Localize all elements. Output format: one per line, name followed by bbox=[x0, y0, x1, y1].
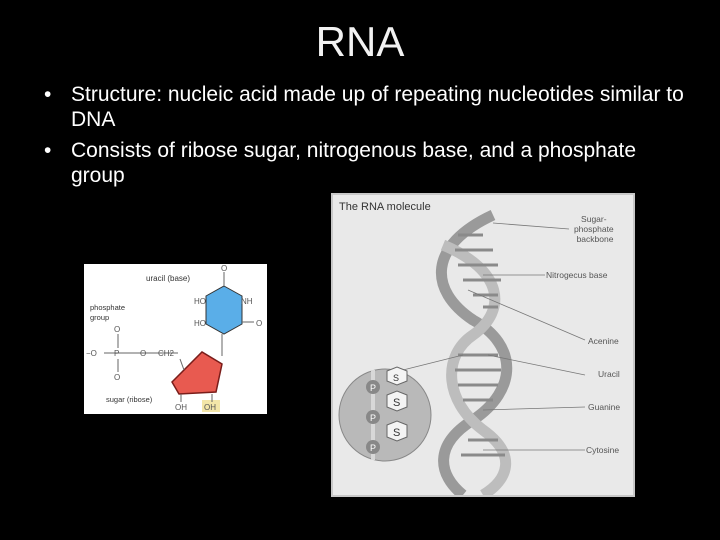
svg-text:O: O bbox=[256, 319, 262, 328]
base-label: uracil (base) bbox=[146, 274, 190, 283]
nucleotide-structure-figure: uracil (base) O HO NH HO O phosphate gro… bbox=[84, 264, 267, 414]
svg-text:HO: HO bbox=[194, 297, 206, 306]
slide-title: RNA bbox=[315, 18, 405, 65]
svg-text:HO: HO bbox=[194, 319, 206, 328]
inset-zoom-circle bbox=[338, 368, 432, 462]
svg-text:CH2: CH2 bbox=[158, 349, 175, 358]
helix-strand-back bbox=[436, 210, 513, 500]
uracil-ring bbox=[205, 285, 243, 335]
label-sugar-phosphate-backbone: Sugar- phosphate backbone bbox=[574, 214, 616, 244]
svg-text:S: S bbox=[393, 427, 400, 439]
svg-text:P: P bbox=[370, 413, 376, 423]
label-guanine: Guanine bbox=[588, 402, 620, 412]
svg-text:S: S bbox=[393, 373, 399, 383]
ribose-ring bbox=[171, 351, 223, 395]
inset-phosphate-sugar-chain: P P P S S S bbox=[366, 366, 408, 454]
label-cytosine: Cytosine bbox=[586, 445, 619, 455]
sugar-label: sugar (ribose) bbox=[106, 395, 153, 404]
bullet-item: Structure: nucleic acid made up of repea… bbox=[44, 82, 684, 132]
helix-strand-front bbox=[440, 239, 511, 500]
bullet-list: Structure: nucleic acid made up of repea… bbox=[44, 82, 684, 194]
svg-text:O: O bbox=[114, 325, 120, 334]
svg-text:S: S bbox=[393, 397, 400, 409]
svg-text:P: P bbox=[370, 383, 376, 393]
svg-text:NH: NH bbox=[241, 297, 253, 306]
svg-text:O: O bbox=[114, 373, 120, 382]
bullet-item: Consists of ribose sugar, nitrogenous ba… bbox=[44, 138, 684, 188]
label-nitrogenous-base: Nitrogecus base bbox=[546, 270, 608, 280]
rna-figure-title: The RNA molecule bbox=[339, 201, 431, 213]
svg-text:O: O bbox=[221, 264, 227, 273]
label-uracil: Uracil bbox=[598, 369, 620, 379]
label-adenine: Acenine bbox=[588, 336, 619, 346]
rna-molecule-figure: The RNA molecule bbox=[331, 193, 635, 500]
svg-text:OH: OH bbox=[175, 403, 187, 412]
svg-text:OH: OH bbox=[204, 403, 216, 412]
svg-text:O: O bbox=[140, 349, 146, 358]
phosphate-label: phosphate group bbox=[90, 303, 127, 322]
oh-highlight bbox=[202, 400, 220, 412]
svg-text:−O: −O bbox=[86, 349, 97, 358]
svg-text:P: P bbox=[114, 349, 119, 358]
svg-text:P: P bbox=[370, 443, 376, 453]
